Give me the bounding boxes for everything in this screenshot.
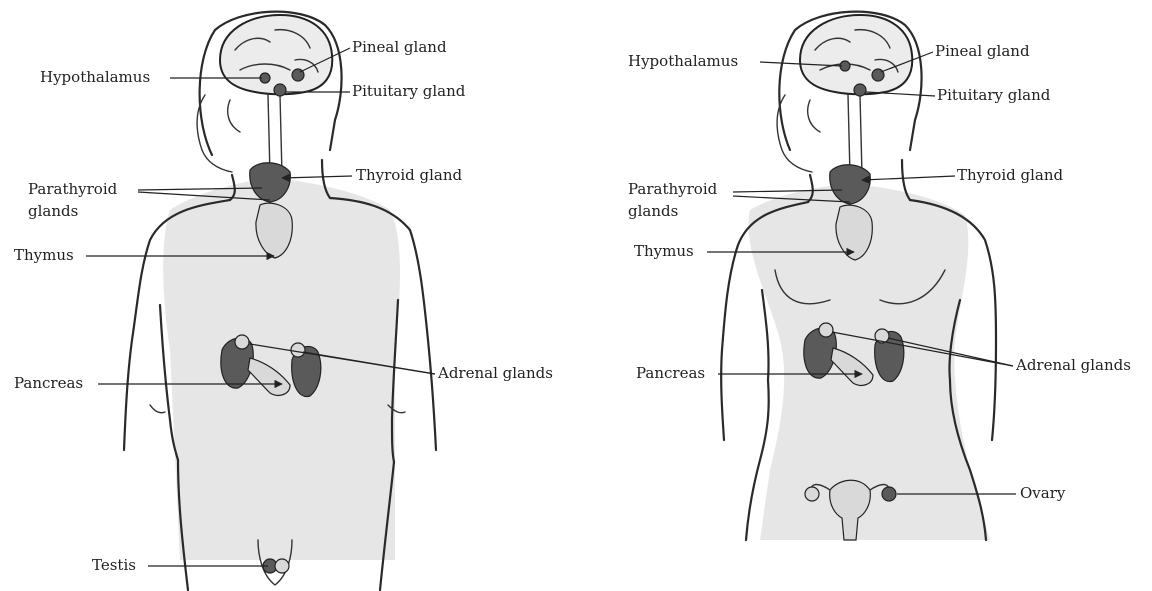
female-adrenal-cap-left xyxy=(819,323,833,337)
male-label-hypothalamus: Hypothalamus xyxy=(40,68,150,86)
male-label-thymus: Thymus xyxy=(14,246,74,264)
male-label-pancreas: Pancreas xyxy=(14,374,83,392)
female-throat xyxy=(848,95,862,175)
female-pineal-gland xyxy=(872,69,884,81)
male-label-parathyroid-1: Parathyroid xyxy=(28,180,118,198)
male-figure: Pineal gland Hypothalamus Pituitary glan… xyxy=(14,12,553,590)
female-label-thyroid: Thyroid gland xyxy=(957,166,1064,184)
female-label-hypothalamus: Hypothalamus xyxy=(628,52,738,70)
female-label-ovary: Ovary xyxy=(1020,484,1066,502)
male-testis-right xyxy=(275,559,289,573)
female-label-pineal: Pineal gland xyxy=(935,42,1030,60)
female-ovary xyxy=(882,487,896,501)
female-label-adrenal: Adrenal glands xyxy=(1015,356,1131,374)
male-label-pituitary: Pituitary gland xyxy=(352,82,466,100)
male-label-thyroid: Thyroid gland xyxy=(356,166,463,184)
female-label-parathyroid-2: glands xyxy=(628,202,678,220)
female-pituitary-gland xyxy=(854,84,866,96)
male-label-pineal: Pineal gland xyxy=(352,38,447,56)
male-adrenal-cap-right xyxy=(291,343,305,357)
male-label-parathyroid-2: glands xyxy=(28,202,78,220)
female-label-thymus: Thymus xyxy=(634,242,694,260)
female-figure: Pineal gland Hypothalamus Pituitary glan… xyxy=(628,12,1131,540)
male-label-adrenal: Adrenal glands xyxy=(437,364,553,382)
male-adrenal-cap-left xyxy=(235,335,249,349)
male-pituitary-gland xyxy=(274,84,286,96)
female-label-pituitary: Pituitary gland xyxy=(937,86,1051,104)
male-label-testis: Testis xyxy=(92,556,136,574)
male-brain xyxy=(197,15,332,172)
female-label-pancreas: Pancreas xyxy=(636,364,705,382)
female-label-parathyroid-1: Parathyroid xyxy=(628,180,718,198)
female-ovary-left xyxy=(805,487,819,501)
